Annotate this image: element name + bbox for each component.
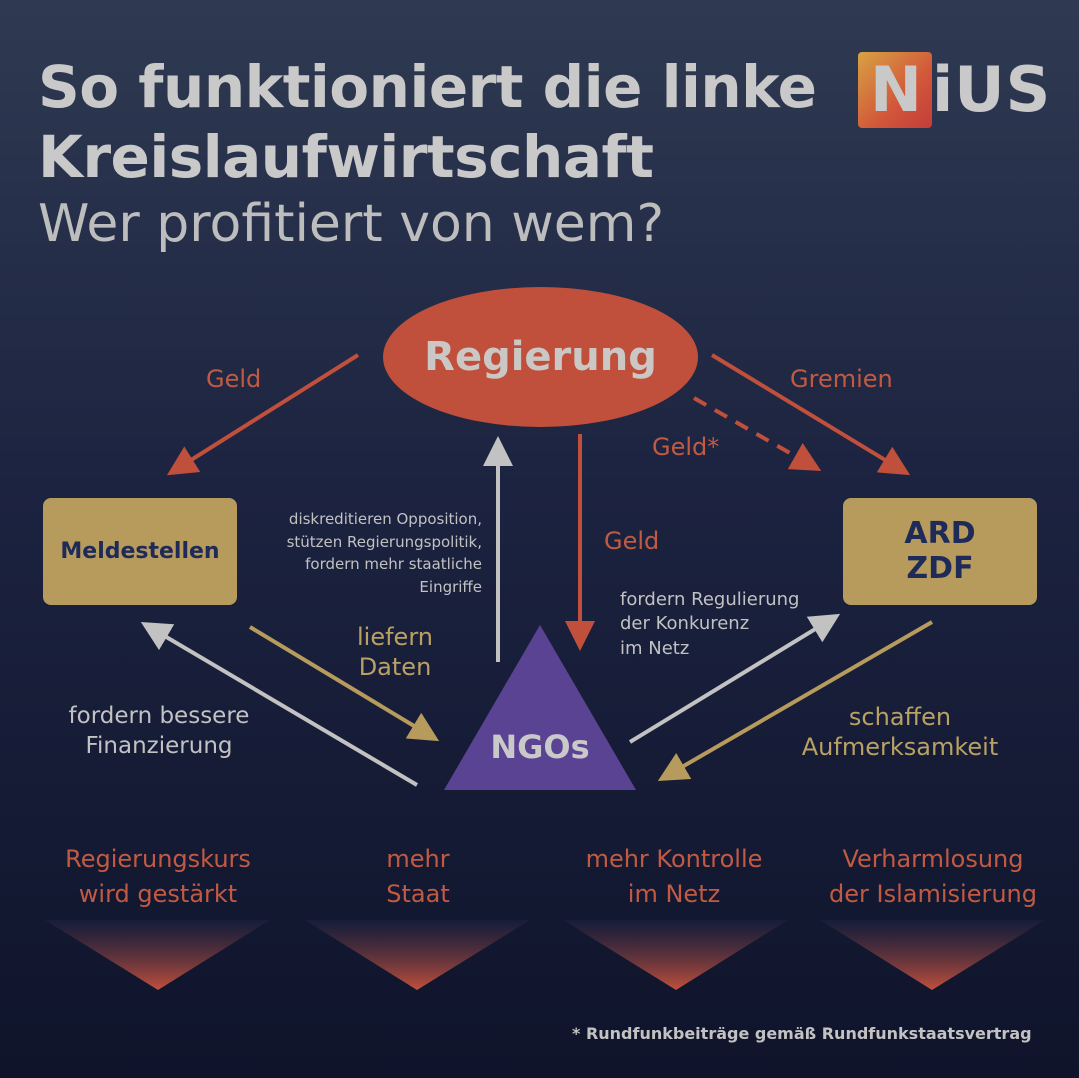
logo-letter-n: N bbox=[870, 53, 922, 126]
arrow-ard-ngos bbox=[657, 620, 934, 782]
label-line: Finanzierung bbox=[85, 732, 233, 759]
outcome-4: Verharmlosung der Islamisierung bbox=[808, 842, 1058, 912]
label-line: diskreditieren Opposition, bbox=[288, 510, 482, 528]
label-line: Daten bbox=[358, 653, 432, 681]
node-ngos-label: NGOs bbox=[490, 728, 590, 766]
label-fordern-regulierung: fordern Regulierung der Konkurenz im Net… bbox=[620, 588, 799, 661]
logo-text: iUS bbox=[932, 53, 1052, 126]
title-line-2: Kreislaufwirtschaft bbox=[38, 123, 654, 191]
outcome-line: Staat bbox=[386, 879, 450, 908]
arrow-regierung-meldestellen bbox=[166, 353, 360, 476]
ngos-triangle bbox=[444, 625, 636, 790]
chevron-1 bbox=[45, 920, 270, 990]
arrow-regierung-ard bbox=[710, 353, 911, 476]
label-schaffen-aufmerksamkeit: schaffen Aufmerksamkeit bbox=[790, 702, 1010, 762]
label-line: der Konkurenz bbox=[620, 613, 750, 635]
node-regierung-label: Regierung bbox=[424, 334, 657, 380]
node-ard-zdf: ARD ZDF bbox=[843, 498, 1037, 605]
label-line: fordern bessere bbox=[68, 703, 250, 729]
outcome-line: im Netz bbox=[627, 879, 721, 908]
node-meldestellen: Meldestellen bbox=[43, 498, 237, 605]
outcome-3: mehr Kontrolle im Netz bbox=[556, 842, 792, 912]
outcome-1: Regierungskurs wird gestärkt bbox=[40, 842, 276, 912]
label-line: stützen Regierungspolitik, bbox=[286, 532, 482, 551]
node-meldestellen-label: Meldestellen bbox=[60, 539, 220, 564]
label-geld-star: Geld* bbox=[652, 433, 720, 461]
outcome-line: Verharmlosung bbox=[842, 845, 1024, 873]
title-line-1: So funktioniert die linke bbox=[38, 53, 817, 121]
node-ard-label: ARD bbox=[904, 516, 976, 551]
footnote: * Rundfunkbeiträge gemäß Rundfunkstaatsv… bbox=[572, 1024, 1032, 1043]
label-liefern-daten: liefern Daten bbox=[345, 622, 445, 682]
label-line: schaffen bbox=[848, 703, 952, 731]
outcome-2: mehr Staat bbox=[300, 842, 536, 912]
label-line: liefern bbox=[357, 623, 433, 651]
arrow-meldestellen-ngos bbox=[248, 625, 440, 742]
chevron-3 bbox=[563, 920, 788, 990]
chevron-4 bbox=[820, 920, 1045, 990]
label-line: fordern mehr staatliche bbox=[305, 555, 482, 573]
arrow-ngos-ard bbox=[628, 613, 841, 744]
arrow-ngos-meldestellen bbox=[140, 621, 419, 787]
outcome-line: mehr bbox=[386, 845, 450, 873]
subtitle: Wer profitiert von wem? bbox=[38, 194, 665, 254]
node-zdf-label: ZDF bbox=[906, 550, 974, 586]
label-gremien: Gremien bbox=[790, 365, 893, 393]
chevron-2 bbox=[305, 920, 530, 990]
label-line: Aufmerksamkeit bbox=[801, 733, 999, 761]
label-line: im Netz bbox=[620, 637, 690, 659]
outcome-line: der Islamisierung bbox=[829, 879, 1037, 908]
label-geld-left: Geld bbox=[206, 365, 262, 393]
outcome-line: Regierungskurs bbox=[65, 845, 251, 873]
outcome-line: wird gestärkt bbox=[78, 879, 238, 908]
label-ngo-to-regierung: diskreditieren Opposition, stützen Regie… bbox=[258, 508, 482, 598]
label-fordern-finanzierung: fordern bessere Finanzierung bbox=[50, 702, 268, 762]
label-line: fordern Regulierung bbox=[620, 589, 800, 610]
label-geld-down: Geld bbox=[604, 527, 660, 555]
outcome-line: mehr Kontrolle bbox=[585, 845, 763, 873]
node-regierung: Regierung bbox=[383, 287, 698, 427]
logo-badge bbox=[858, 52, 932, 128]
label-line: Eingriffe bbox=[419, 577, 482, 596]
